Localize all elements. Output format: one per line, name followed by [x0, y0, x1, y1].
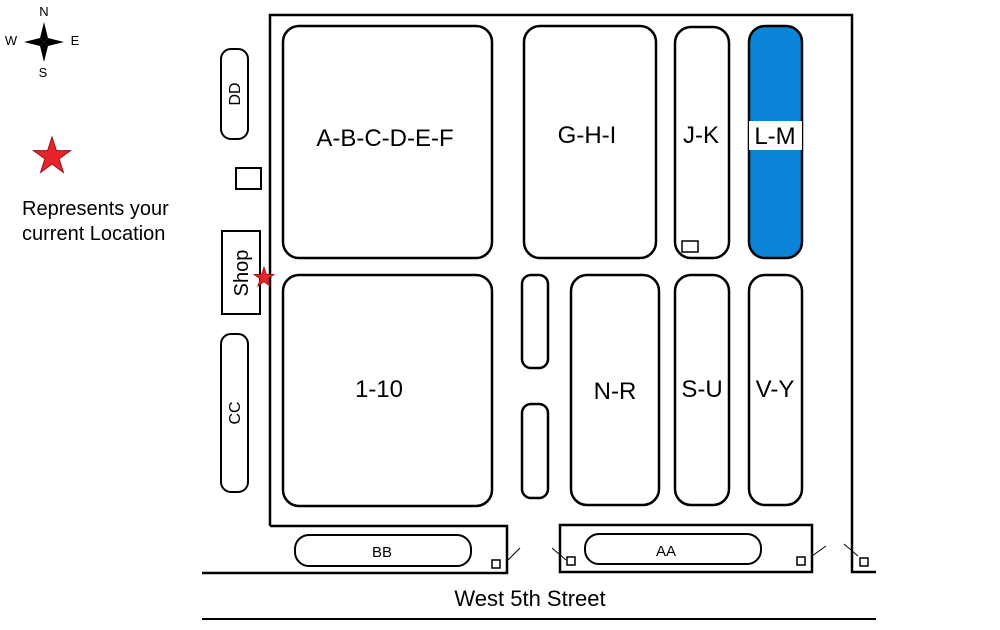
section-s-u-label: S-U: [681, 376, 722, 403]
legend-text-line1: Represents your: [22, 198, 169, 220]
section-aa-label: AA: [656, 543, 676, 560]
compass-north: N: [39, 4, 48, 19]
small-island-upper: [520, 273, 550, 370]
section-l-m-label-bg: [749, 121, 802, 150]
gate-marker: [491, 559, 501, 569]
section-n-r[interactable]: N-R: [569, 273, 661, 507]
section-1-10[interactable]: 1-10: [281, 273, 494, 508]
compass-rose-icon: N S E W: [5, 4, 80, 80]
compass-south: S: [39, 65, 48, 80]
section-cc[interactable]: CC: [220, 333, 249, 493]
section-v-y[interactable]: V-Y: [747, 273, 804, 507]
section-aa-area[interactable]: AA: [558, 523, 814, 574]
section-j-k-label: J-K: [683, 122, 719, 149]
shop-label: Shop: [231, 250, 253, 297]
section-l-m-label: L-M: [754, 123, 795, 150]
section-v-y-label: V-Y: [756, 376, 795, 403]
section-bb-label: BB: [372, 544, 392, 561]
section-dd-label: DD: [227, 82, 244, 105]
lot-boundary: [268, 13, 876, 574]
section-cc-label: CC: [227, 401, 244, 424]
legend-text-line2: current Location: [22, 223, 165, 245]
section-a-f-label: A-B-C-D-E-F: [316, 125, 453, 152]
section-bb-area[interactable]: BB: [202, 524, 509, 575]
compass-west: W: [5, 33, 18, 48]
small-structure: [235, 167, 262, 190]
shop-building[interactable]: Shop: [221, 230, 261, 315]
legend-star-icon: [31, 135, 73, 174]
gate-marker: [796, 556, 806, 566]
street-name: West 5th Street: [454, 586, 605, 611]
compass-east: E: [71, 33, 80, 48]
section-1-10-label: 1-10: [355, 376, 403, 403]
section-l-m[interactable]: L-M: [747, 24, 804, 260]
section-g-i-label: G-H-I: [558, 122, 617, 149]
section-g-i[interactable]: G-H-I: [522, 24, 658, 260]
section-a-f[interactable]: A-B-C-D-E-F: [281, 24, 494, 260]
section-s-u[interactable]: S-U: [673, 273, 731, 507]
section-n-r-label: N-R: [594, 378, 637, 405]
gate-marker: [566, 556, 576, 566]
small-island-lower: [520, 402, 550, 500]
gate-lines: [507, 543, 859, 561]
section-dd[interactable]: DD: [220, 48, 249, 140]
current-location-star-icon: [252, 265, 276, 288]
gate-marker: [859, 557, 869, 567]
section-j-k[interactable]: J-K: [673, 25, 731, 260]
marker-square: [681, 240, 699, 253]
